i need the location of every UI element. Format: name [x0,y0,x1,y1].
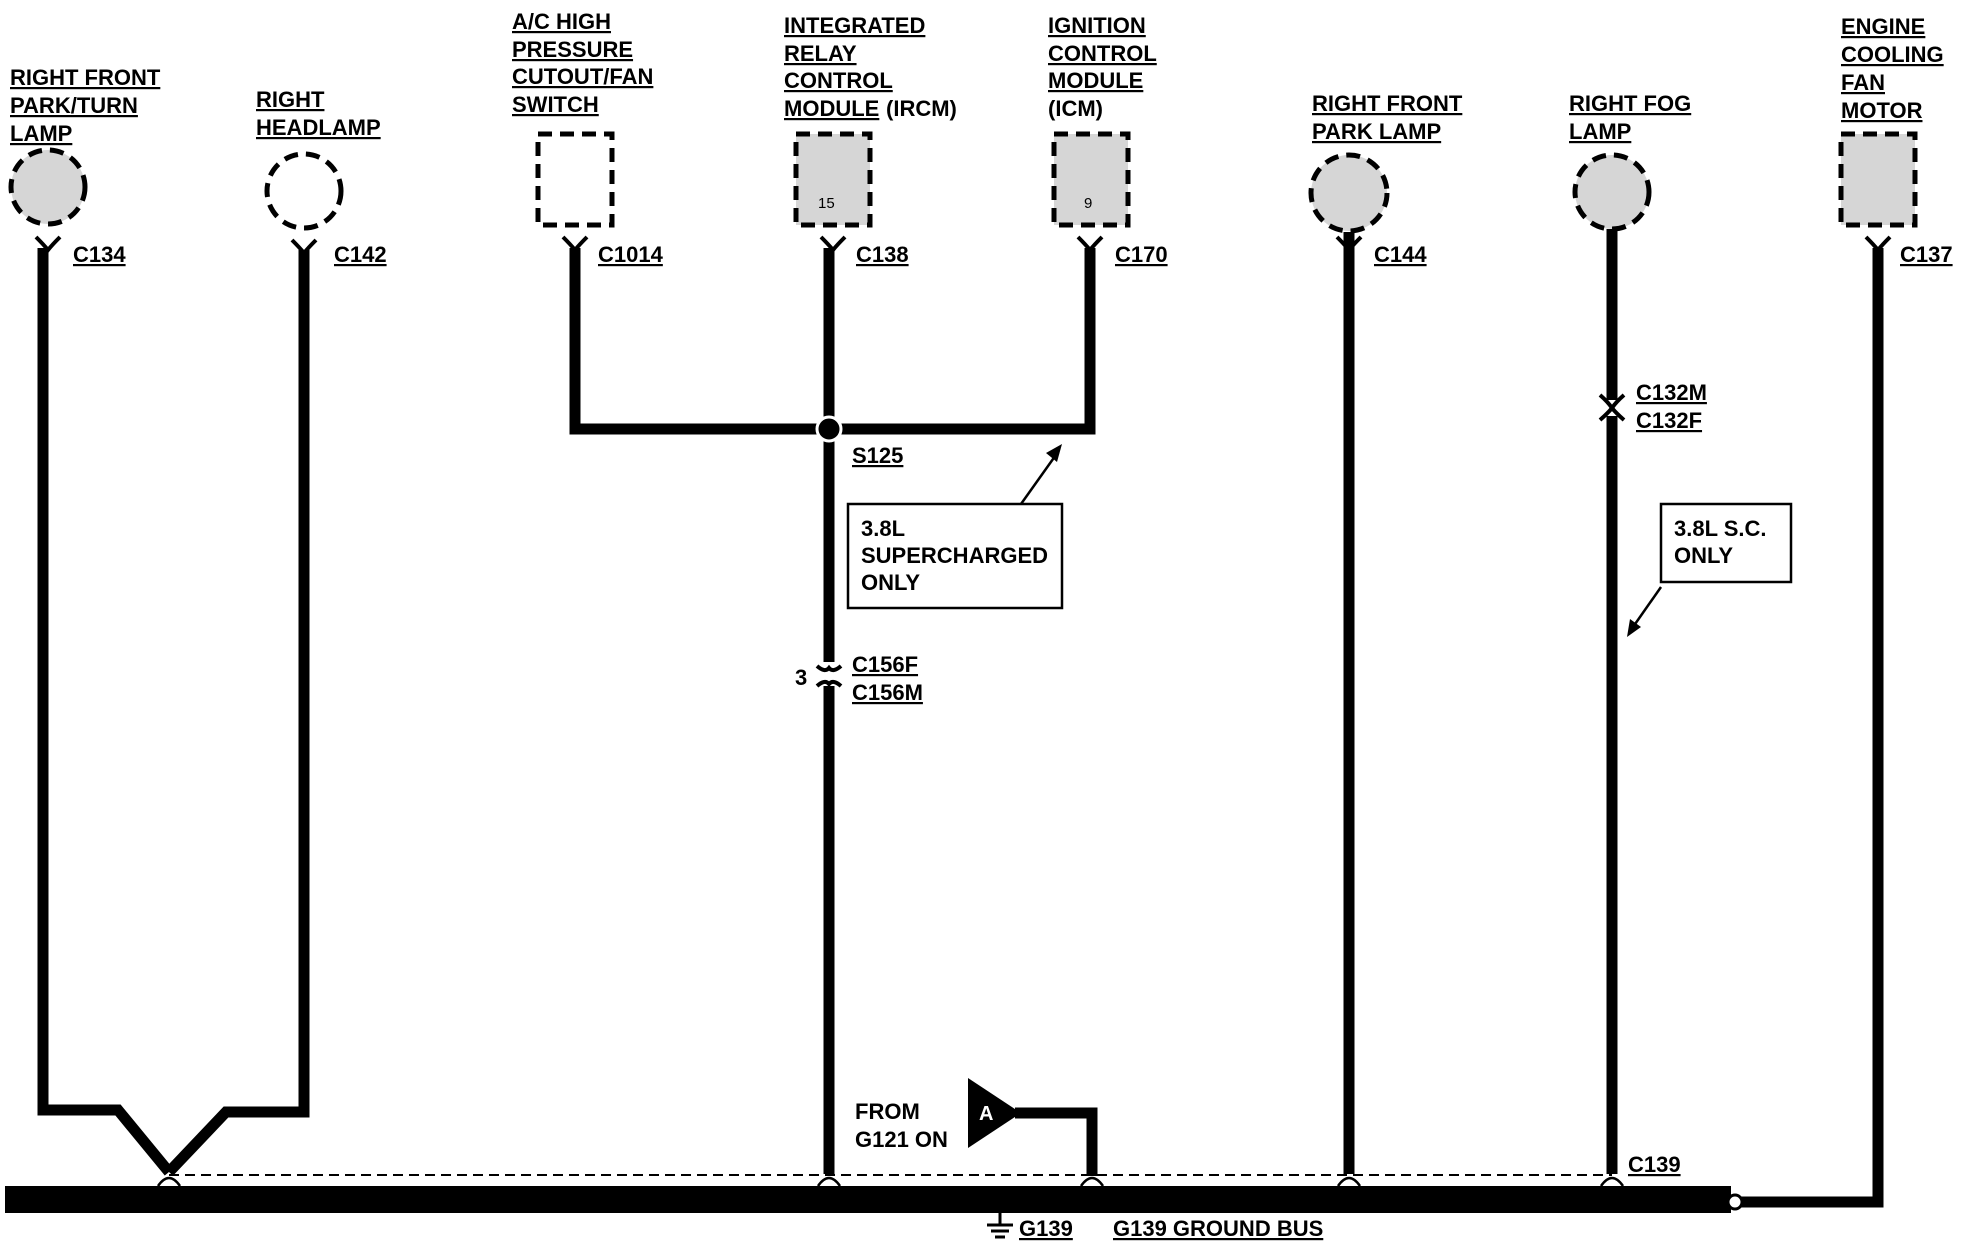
ground-g139-label: G139 [1019,1216,1073,1241]
svg-text:RIGHT: RIGHT [256,87,325,112]
ground-bus-label: G139 GROUND BUS [1113,1216,1323,1241]
label-right-front-park-turn-lamp: RIGHT FRONT PARK/TURN LAMP [10,65,161,146]
svg-text:MOTOR: MOTOR [1841,98,1923,123]
svg-text:FAN: FAN [1841,70,1885,95]
ground-bus-bar [5,1186,1731,1213]
wires [37,229,1884,1208]
svg-text:SUPERCHARGED: SUPERCHARGED [861,543,1048,568]
svg-text:3.8L S.C.: 3.8L S.C. [1674,516,1767,541]
svg-text:FROM: FROM [855,1099,920,1124]
svg-text:A: A [979,1103,993,1125]
connector-c170: C170 [1115,242,1168,267]
connector-c156f: C156F [852,652,918,677]
engine-cooling-fan-motor-symbol [1838,131,1918,228]
svg-text:CONTROL: CONTROL [784,68,893,93]
note-supercharged: 3.8L SUPERCHARGED ONLY [846,444,1064,610]
svg-text:LAMP: LAMP [10,121,72,146]
ground-bus-end [1726,1193,1744,1211]
note-from-g121: FROM G121 ON [855,1099,948,1152]
svg-text:RELAY: RELAY [784,41,857,66]
ircm-pin: 15 [818,195,835,212]
label-right-fog-lamp: RIGHT FOG LAMP [1569,91,1691,144]
svg-text:PARK LAMP: PARK LAMP [1312,119,1441,144]
connector-c132m: C132M [1636,380,1707,405]
icm-symbol [1051,131,1131,228]
label-right-headlamp: RIGHT HEADLAMP [256,87,381,140]
connector-c138: C138 [856,242,909,267]
ac-switch-symbol [535,131,615,228]
right-fog-lamp-symbol [1572,152,1652,232]
right-headlamp-symbol [264,151,344,231]
connector-c142: C142 [334,242,387,267]
svg-text:(ICM): (ICM) [1048,96,1103,121]
svg-text:MODULE: MODULE [784,96,879,121]
connector-c144: C144 [1374,242,1427,267]
svg-text:CUTOUT/FAN: CUTOUT/FAN [512,64,653,89]
connector-c156-pin: 3 [795,665,807,690]
svg-text:PARK/TURN: PARK/TURN [10,93,138,118]
connector-c137: C137 [1900,242,1953,267]
ground-symbol-g139 [987,1213,1013,1239]
svg-text:COOLING: COOLING [1841,42,1944,67]
svg-text:HEADLAMP: HEADLAMP [256,115,381,140]
svg-text:ONLY: ONLY [861,570,920,595]
svg-text:G121 ON: G121 ON [855,1127,948,1152]
label-ac-switch: A/C HIGH PRESSURE CUTOUT/FAN SWITCH [512,9,653,117]
svg-text:CONTROL: CONTROL [1048,41,1157,66]
connector-labels: C134 C142 C1014 C138 C170 C144 C137 C132… [73,242,1953,1177]
off-page-reference-a: A [968,1078,1021,1148]
svg-text:A/C HIGH: A/C HIGH [512,9,611,34]
svg-text:RIGHT FOG: RIGHT FOG [1569,91,1691,116]
svg-text:ONLY: ONLY [1674,543,1733,568]
splice-s125 [815,415,843,443]
label-icm: IGNITION CONTROL MODULE (ICM) [1048,13,1157,121]
note-sc-only: 3.8L S.C. ONLY [1627,502,1793,637]
ground-bus-tap-cups [156,1176,1625,1187]
connector-c156m: C156M [852,680,923,705]
svg-text:RIGHT FRONT: RIGHT FRONT [10,65,161,90]
splice-s125-label: S125 [852,443,903,468]
connector-c134: C134 [73,242,126,267]
svg-text:PRESSURE: PRESSURE [512,37,633,62]
svg-text:(IRCM): (IRCM) [886,96,957,121]
ircm-symbol [793,131,873,228]
inline-connector-c132 [1598,393,1626,422]
svg-text:IGNITION: IGNITION [1048,13,1146,38]
svg-text:LAMP: LAMP [1569,119,1631,144]
label-right-front-park-lamp: RIGHT FRONT PARK LAMP [1312,91,1463,144]
connector-c1014: C1014 [598,242,664,267]
connector-c139: C139 [1628,1152,1681,1177]
icm-pin: 9 [1084,195,1092,212]
svg-text:MODULE: MODULE [1048,68,1143,93]
svg-text:SWITCH: SWITCH [512,92,599,117]
right-front-park-turn-lamp-symbol [8,147,88,227]
label-engine-cooling-fan-motor: ENGINE COOLING FAN MOTOR [1841,14,1944,123]
svg-text:ENGINE: ENGINE [1841,14,1925,39]
svg-text:INTEGRATED: INTEGRATED [784,13,925,38]
svg-text:RIGHT FRONT: RIGHT FRONT [1312,91,1463,116]
connector-c132f: C132F [1636,408,1702,433]
right-front-park-lamp-symbol [1308,152,1390,234]
label-ircm: INTEGRATED RELAY CONTROL MODULE (IRCM) [784,13,957,121]
inline-connector-c156 [815,664,843,688]
svg-text:3.8L: 3.8L [861,516,905,541]
